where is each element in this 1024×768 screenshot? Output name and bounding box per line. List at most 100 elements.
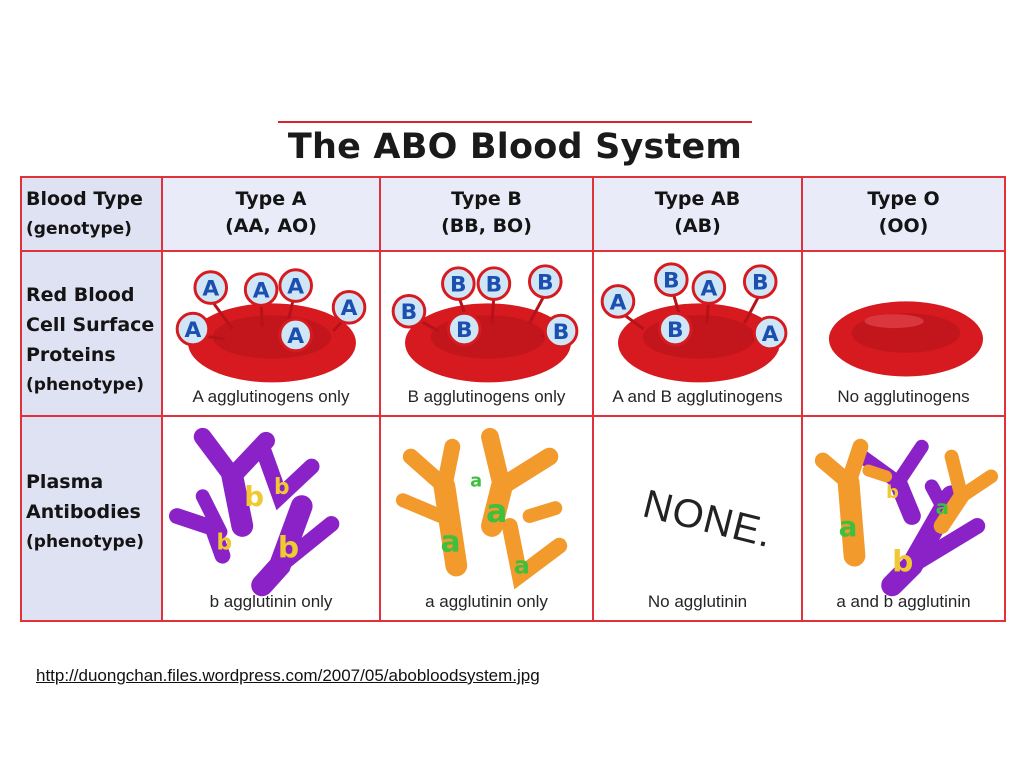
column-header-type-ab: Type AB (AB) (592, 176, 803, 252)
antigen-label: A (700, 276, 717, 301)
antigen-label: A (341, 296, 358, 321)
antibody-label: a (936, 496, 949, 519)
antigen-group: A A A A A A (175, 268, 367, 353)
type-label: Type O (867, 188, 940, 210)
column-header-type-b: Type B (BB, BO) (379, 176, 594, 252)
antigen-a: A (243, 272, 279, 307)
antigen-label: A (185, 318, 202, 343)
anti-b-antibodies (169, 427, 340, 597)
row-header-plasma-antibodies: Plasma Antibodies (phenotype) (20, 415, 163, 622)
page-title: The ABO Blood System (287, 127, 743, 167)
antigen-label: A (287, 324, 304, 349)
red-blood-cell-illustration: B B B B B B (391, 264, 579, 383)
antigen-a: A (752, 315, 788, 351)
antigen-b: B (527, 264, 563, 299)
antigen-a: A (278, 317, 313, 353)
anti-a-antibodies (814, 438, 999, 567)
genotype-label: (AB) (674, 215, 721, 237)
antibody-caption: b agglutinin only (209, 592, 333, 611)
antigen-b: B (657, 311, 693, 347)
row-header-line: (genotype) (26, 219, 132, 239)
antibody-label: b (217, 531, 233, 556)
antigen-group: A B A B B A (600, 262, 788, 351)
row-header-surface-proteins: Red Blood Cell Surface Proteins (phenoty… (20, 250, 163, 417)
surface-cell-type-b: B B B B B B B agglutinogens only (379, 250, 594, 417)
antigen-label: B (401, 300, 418, 325)
antigen-b: B (391, 293, 427, 329)
genotype-label: (BB, BO) (441, 215, 532, 237)
antigen-label: A (610, 290, 627, 315)
antibody-cell-type-o: a b a b a and b agglutinin (801, 415, 1006, 622)
surface-cell-type-ab: A B A B B A A and B agglutinogens (592, 250, 803, 417)
antigen-a: A (175, 311, 211, 347)
antibody-illustration: a a a a (395, 427, 568, 590)
source-link[interactable]: http://duongchan.files.wordpress.com/200… (36, 666, 540, 685)
antigen-label: A (287, 274, 304, 299)
antigen-b: B (742, 264, 778, 299)
antigen-caption: No agglutinogens (837, 387, 970, 406)
row-header-line: Cell Surface (26, 314, 155, 336)
row-header-blood-type: Blood Type (genotype) (20, 176, 163, 252)
antigen-b: B (654, 262, 689, 297)
red-blood-cell-illustration: A A A A A A (175, 268, 367, 383)
genotype-label: (AA, AO) (225, 215, 317, 237)
type-label: Type B (451, 188, 522, 210)
antigen-a: A (691, 270, 727, 305)
antibody-illustration: b b b b (169, 427, 340, 597)
antibody-label: b (892, 544, 913, 579)
row-header-line: Antibodies (26, 501, 141, 523)
type-label: Type A (235, 188, 307, 210)
column-header-type-o: Type O (OO) (801, 176, 1006, 252)
antigen-b: B (476, 266, 512, 301)
genotype-label: (OO) (878, 215, 929, 237)
row-header-line: (phenotype) (26, 375, 145, 395)
antigen-label: B (667, 318, 684, 343)
antibody-cell-type-b: a a a a a agglutinin only (379, 415, 594, 622)
antigen-label: B (456, 318, 473, 343)
abo-table: Blood Type (genotype) Type A (AA, AO) Ty… (20, 176, 1006, 622)
antibody-label: b (244, 480, 264, 513)
antigen-label: A (253, 278, 270, 303)
antibody-label: b (278, 531, 299, 566)
antigen-b: B (441, 266, 476, 301)
red-blood-cell-illustration: A B A B B A (600, 262, 788, 383)
antigen-a: A (193, 270, 229, 305)
antibody-label: a (440, 525, 460, 560)
antigen-caption: A agglutinogens only (192, 387, 350, 406)
antigen-label: B (752, 271, 769, 296)
title-rule (278, 121, 752, 123)
antigen-label: B (553, 320, 570, 345)
antigen-group: B B B B B B (391, 264, 579, 349)
antibody-label: b (274, 475, 290, 500)
antibody-label: b (886, 482, 899, 503)
antigen-label: A (762, 322, 779, 347)
antigen-caption: B agglutinogens only (407, 387, 566, 406)
antigen-label: B (663, 269, 680, 294)
antigen-b: B (446, 311, 482, 347)
row-header-line: Blood Type (26, 188, 143, 210)
antigen-a: A (331, 290, 367, 325)
antigen-a: A (278, 268, 313, 303)
antibody-caption: a agglutinin only (425, 592, 548, 611)
antibody-cell-type-ab: NONE. No agglutinin (592, 415, 803, 622)
none-label: NONE. (638, 481, 778, 557)
antibody-cell-type-a: b b b b b agglutinin only (161, 415, 381, 622)
antigen-a: A (600, 284, 636, 319)
row-header-line: (phenotype) (26, 532, 145, 552)
surface-cell-type-a: A A A A A A A agglutinogens only (161, 250, 381, 417)
antibody-illustration: a b a b (814, 438, 999, 597)
antibody-caption: a and b agglutinin (836, 592, 971, 611)
antibody-label: a (839, 510, 858, 543)
antigen-label: B (486, 273, 503, 298)
antibody-caption: No agglutinin (647, 592, 748, 611)
antibody-label: a (486, 494, 507, 530)
red-blood-cell-dimple (430, 315, 546, 359)
red-blood-cell-dimple (642, 315, 756, 359)
antibody-label: a (514, 551, 530, 579)
red-blood-cell-highlight (864, 314, 924, 329)
antigen-label: B (450, 273, 467, 298)
row-header-line: Red Blood (26, 284, 135, 306)
red-blood-cell-dimple (212, 315, 332, 359)
antigen-label: A (202, 276, 219, 301)
surface-cell-type-o: No agglutinogens (801, 250, 1006, 417)
